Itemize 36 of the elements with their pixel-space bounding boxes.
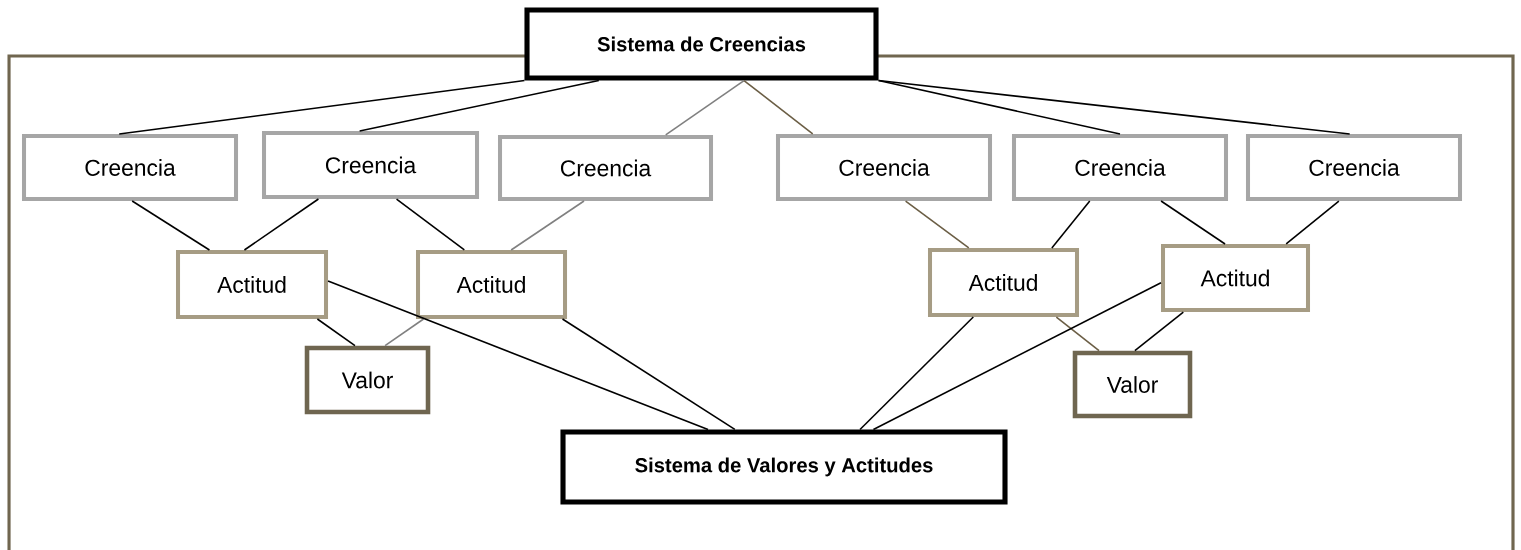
connector-line [1055, 316, 1100, 352]
attitude-box: Actitud [416, 250, 568, 319]
attitude-box: Actitud [928, 248, 1079, 317]
connector-line [877, 79, 1121, 135]
connector-line [859, 316, 975, 431]
belief-box: Creencia [22, 134, 239, 201]
connector-line [1134, 311, 1185, 352]
connector-line [243, 198, 320, 251]
value-box: Valor [1072, 350, 1193, 419]
connector-line [510, 200, 585, 251]
connector-line [872, 281, 1162, 431]
value-box: Valor [304, 345, 431, 415]
connector-line [1285, 200, 1340, 245]
belief-box: Creencia [1246, 134, 1462, 201]
connector-line [384, 318, 425, 347]
system-box: Sistema de Valores y Actitudes [560, 429, 1008, 505]
connector-line [131, 200, 211, 251]
connector-line [743, 79, 814, 135]
connector-line [1160, 200, 1226, 245]
attitude-box: Actitud [176, 250, 329, 319]
attitude-box: Actitud [1161, 243, 1310, 312]
connector-line [877, 79, 1351, 135]
connector-line [664, 79, 745, 136]
belief-box: Creencia [1012, 134, 1228, 201]
belief-box: Creencia [776, 134, 992, 201]
connector-line [1051, 200, 1091, 249]
connector-line [327, 280, 709, 431]
connector-line [561, 318, 736, 431]
belief-box: Creencia [498, 134, 714, 201]
system-box: Sistema de Creencias [524, 7, 879, 81]
connector-line [904, 200, 970, 249]
connector-line [118, 79, 526, 135]
belief-box: Creencia [262, 131, 480, 199]
connector-line [395, 198, 466, 251]
connector-line [358, 79, 600, 132]
connector-line [316, 318, 356, 347]
